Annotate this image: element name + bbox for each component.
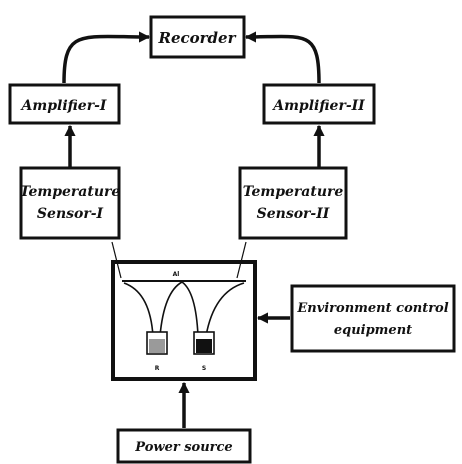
left-suspension-wire (123, 282, 154, 337)
center-right-wire (181, 281, 199, 337)
sample-fill (196, 339, 212, 353)
temperature-sensor-2-label-line1: Temperature (243, 184, 344, 200)
amplifier-2-label: Amplifier-II (271, 98, 365, 114)
temperature-sensor-1-label-line2: Sensor-I (37, 206, 104, 222)
amplifier-1-node: Amplifier-I (8, 83, 121, 125)
thermal-chamber: Al R S (111, 260, 257, 381)
environment-control-label-line1: Environment control (296, 301, 448, 316)
temperature-sensor-2-node: Temperature Sensor-II (238, 166, 348, 240)
environment-control-label-line2: equipment (334, 323, 412, 338)
right-suspension-wire (205, 282, 245, 337)
recorder-node: Recorder (149, 15, 246, 59)
chamber-top-label: Al (173, 271, 180, 278)
power-source-node: Power source (116, 428, 252, 464)
sensor-2-lead-line (236, 241, 247, 279)
environment-control-node: Environment control equipment (290, 284, 456, 353)
sample-cup-label: S (202, 365, 206, 372)
recorder-label: Recorder (158, 29, 237, 47)
arrow-amplifier-1-to-recorder (62, 31, 151, 84)
temperature-sensor-2-label-line2: Sensor-II (257, 206, 330, 222)
arrow-amplifier-2-to-recorder (244, 31, 321, 84)
temperature-sensor-1-node: Temperature Sensor-I (19, 166, 121, 240)
amplifier-1-label: Amplifier-I (20, 98, 107, 114)
temperature-sensor-1-label-line1: Temperature (20, 184, 121, 200)
center-left-wire (159, 281, 183, 337)
amplifier-2-node: Amplifier-II (262, 83, 376, 125)
sensor-1-lead-line (111, 241, 122, 279)
reference-cup-label: R (155, 365, 160, 372)
power-source-label: Power source (134, 440, 232, 455)
reference-sample-fill (149, 339, 165, 353)
